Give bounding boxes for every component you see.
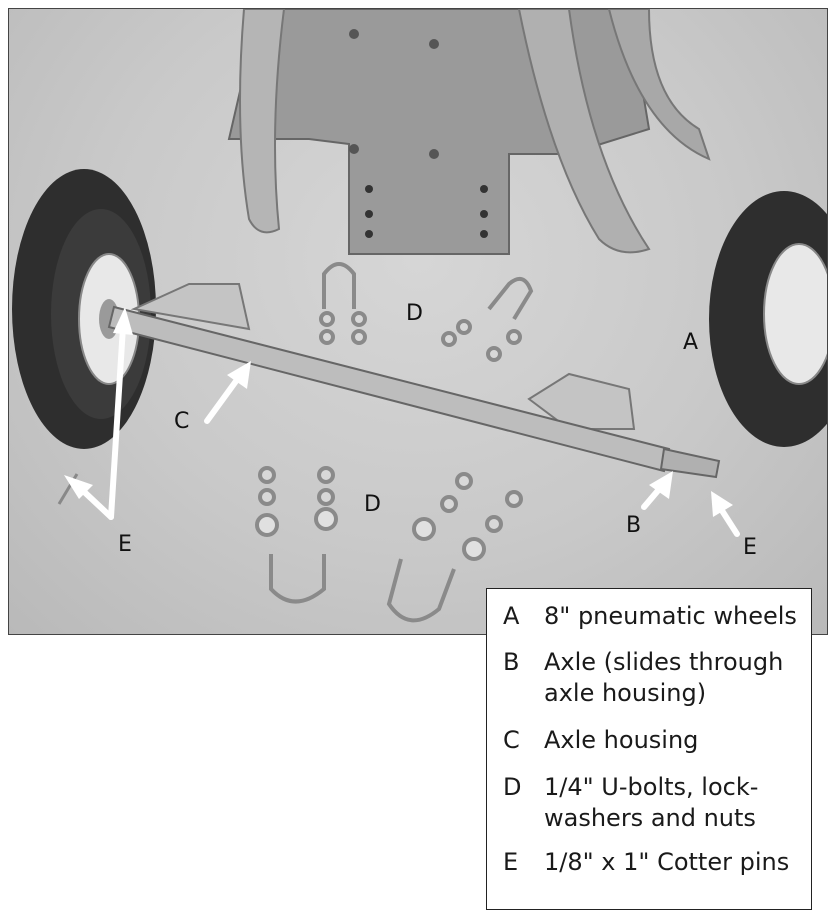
legend-key: B xyxy=(503,648,520,676)
legend-key: E xyxy=(503,848,519,876)
parts-legend: A 8" pneumatic wheels B Axle (slides thr… xyxy=(486,588,812,910)
axle-housing xyxy=(107,283,721,479)
legend-key: A xyxy=(503,602,520,630)
right-wheel xyxy=(709,191,827,447)
legend-text: 1/8" x 1" Cotter pins xyxy=(544,848,790,876)
u-bolts-bottom xyxy=(255,466,523,623)
label-wheels: A xyxy=(683,330,699,355)
u-bolts-top xyxy=(319,262,534,362)
legend-text: Axle housing xyxy=(544,726,699,754)
label-u-bolts-top: D xyxy=(406,301,423,326)
legend-text: 8" pneumatic wheels xyxy=(544,602,797,630)
legend-text: 1/4" U-bolts, lock-washers and nuts xyxy=(544,773,759,832)
legend-text: Axle (slides through axle housing) xyxy=(544,648,784,707)
trailer-frame xyxy=(227,9,711,255)
parts-photo: A B C D D E E xyxy=(8,8,828,635)
legend-key: D xyxy=(503,773,522,801)
label-axle: B xyxy=(626,513,642,538)
label-u-bolts-bottom: D xyxy=(364,492,381,517)
legend-key: C xyxy=(503,726,520,754)
label-axle-housing: C xyxy=(174,409,190,434)
label-cotter-pin-left: E xyxy=(118,532,132,557)
callout-arrows xyxy=(64,307,740,537)
label-cotter-pin-right: E xyxy=(743,535,757,560)
parts-photo-drawing xyxy=(12,9,827,623)
